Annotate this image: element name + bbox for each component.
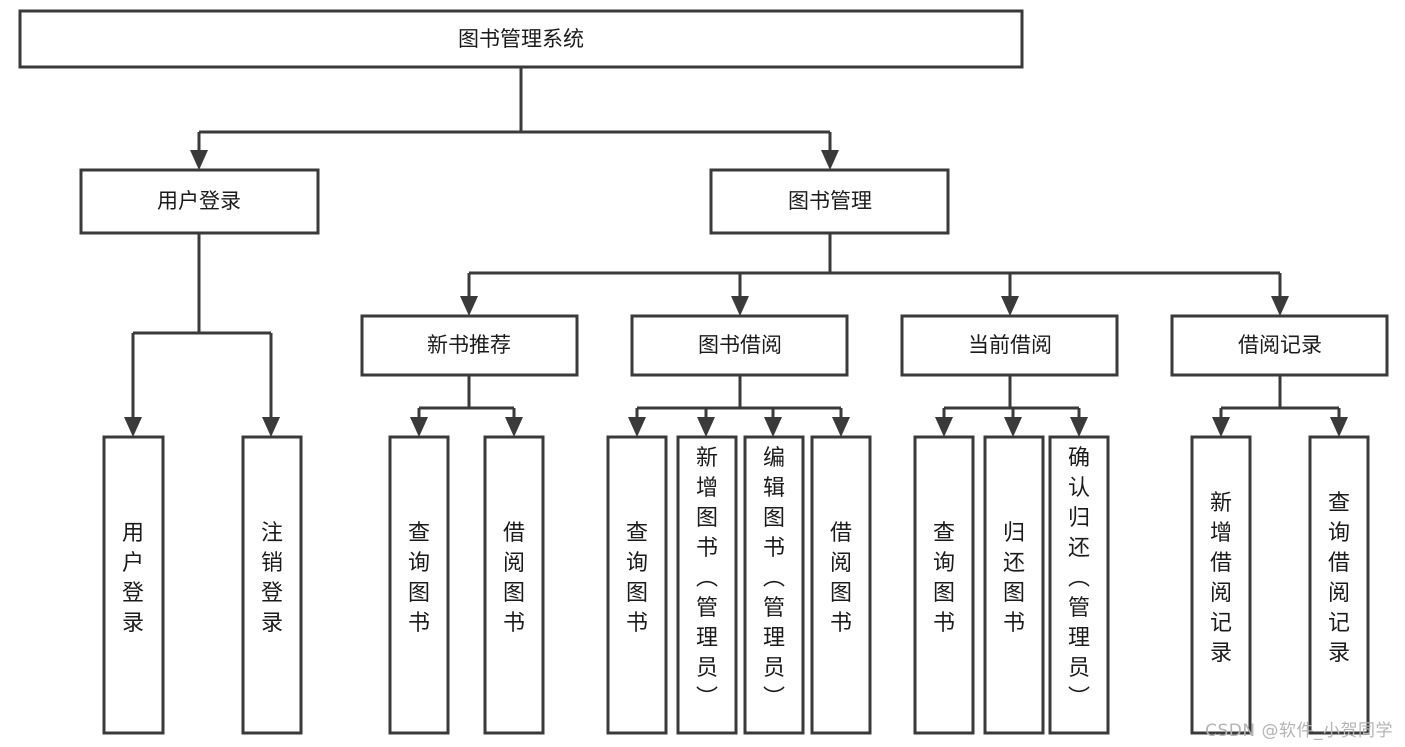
arrow-head-leaf-nbr-1 <box>410 417 428 437</box>
leaf-cb-3-label: 确认归还︵管理员︶ <box>1068 446 1090 711</box>
leaf-nbr-1-label: 查询图书 <box>408 521 430 636</box>
arrow-head-leaf-bb-2 <box>697 417 715 437</box>
arrow-head-leaf-user-login-2 <box>262 417 280 437</box>
node-root-box[interactable] <box>18 9 1024 69</box>
node-book-management[interactable]: 图书管理 <box>709 168 950 235</box>
arrow-head-borrow-record <box>1271 296 1289 316</box>
leaf-br-2-box[interactable] <box>1308 435 1370 735</box>
leaf-bb-2-label: 新增图书︵管理员︶ <box>696 446 718 711</box>
leaf-node[interactable]: 归还图书 <box>983 435 1045 735</box>
node-new-book-recommend[interactable]: 新书推荐 <box>360 314 579 377</box>
arrow-head-leaf-bb-1 <box>628 417 646 437</box>
leaf-node[interactable]: 查询图书 <box>913 435 975 735</box>
node-current-borrow[interactable]: 当前借阅 <box>900 314 1119 377</box>
leaf-bb-1-box[interactable] <box>606 435 668 735</box>
node-user-login-box[interactable] <box>79 168 320 235</box>
leaf-node[interactable]: 新增图书︵管理员︶ <box>676 435 738 735</box>
leaf-br-1-label: 新增借阅记录 <box>1210 491 1232 666</box>
arrow-head-current-borrow <box>1001 296 1019 316</box>
leaf-bb-4-label: 借阅图书 <box>830 521 852 636</box>
leaf-node[interactable]: 查询借阅记录 <box>1308 435 1370 735</box>
arrow-head-new-book-recommend <box>460 296 478 316</box>
leaf-bb-3-label: 编辑图书︵管理员︶ <box>763 446 785 711</box>
leaf-user-login-2-box[interactable] <box>241 435 303 735</box>
leaf-bb-1-label: 查询图书 <box>626 521 648 636</box>
arrow-head-leaf-cb-3 <box>1070 417 1088 437</box>
node-new-book-recommend-label: 新书推荐 <box>427 333 511 357</box>
arrow-head-user-login <box>190 150 208 170</box>
node-borrow-record-label: 借阅记录 <box>1238 333 1322 357</box>
leaf-cb-2-label: 归还图书 <box>1003 521 1025 636</box>
node-root[interactable]: 图书管理系统 <box>18 9 1024 69</box>
leaf-nbr-2-box[interactable] <box>483 435 545 735</box>
node-borrow-record[interactable]: 借阅记录 <box>1170 314 1389 377</box>
node-user-login[interactable]: 用户登录 <box>79 168 320 235</box>
connector-group-new-book-recommend <box>410 375 523 437</box>
arrow-head-book-mgmt <box>821 150 839 170</box>
arrow-head-book-borrow <box>731 296 749 316</box>
node-root-label: 图书管理系统 <box>458 27 584 51</box>
leaf-bb-4-box[interactable] <box>810 435 872 735</box>
connector-group-borrow-record <box>1212 375 1348 437</box>
leaf-node[interactable]: 用户登录 <box>102 435 165 735</box>
node-new-book-recommend-box[interactable] <box>360 314 579 377</box>
leaf-cb-1-label: 查询图书 <box>933 521 955 636</box>
leaf-node[interactable]: 查询图书 <box>388 435 450 735</box>
leaf-bb-3-box[interactable] <box>743 435 805 735</box>
connector-group-root <box>190 67 839 170</box>
leaf-node[interactable]: 借阅图书 <box>483 435 545 735</box>
leaf-user-login-1-box[interactable] <box>102 435 165 735</box>
node-user-login-label: 用户登录 <box>157 189 241 213</box>
leaf-node[interactable]: 编辑图书︵管理员︶ <box>743 435 805 735</box>
connector-group-book-borrow <box>628 375 850 437</box>
leaf-node[interactable]: 确认归还︵管理员︶ <box>1048 435 1110 735</box>
connector-group-book-mgmt <box>460 233 1289 316</box>
node-borrow-record-box[interactable] <box>1170 314 1389 377</box>
arrow-head-leaf-cb-1 <box>935 417 953 437</box>
leaf-bb-2-box[interactable] <box>676 435 738 735</box>
leaf-node[interactable]: 注销登录 <box>241 435 303 735</box>
arrow-head-leaf-br-2 <box>1330 417 1348 437</box>
arrow-head-leaf-bb-4 <box>832 417 850 437</box>
csdn-watermark: CSDN @软件_小贺同学 <box>1205 721 1393 741</box>
leaf-cb-3-box[interactable] <box>1048 435 1110 735</box>
leaf-node[interactable]: 查询图书 <box>606 435 668 735</box>
arrow-head-leaf-br-1 <box>1212 417 1230 437</box>
node-book-management-box[interactable] <box>709 168 950 235</box>
node-current-borrow-label: 当前借阅 <box>968 333 1052 357</box>
node-current-borrow-box[interactable] <box>900 314 1119 377</box>
node-book-management-label: 图书管理 <box>788 189 872 213</box>
node-book-borrow-label: 图书借阅 <box>698 333 782 357</box>
node-book-borrow[interactable]: 图书借阅 <box>630 314 849 377</box>
leaf-node[interactable]: 借阅图书 <box>810 435 872 735</box>
connector-group-user-login <box>124 233 280 437</box>
leaf-br-2-label: 查询借阅记录 <box>1328 491 1350 666</box>
leaf-br-1-box[interactable] <box>1190 435 1252 735</box>
leaf-nbr-1-box[interactable] <box>388 435 450 735</box>
node-book-borrow-box[interactable] <box>630 314 849 377</box>
leaf-user-login-1-label: 用户登录 <box>122 521 144 636</box>
connector-group-current-borrow <box>935 375 1088 437</box>
leaf-user-login-2-label: 注销登录 <box>261 521 283 636</box>
leaf-cb-1-box[interactable] <box>913 435 975 735</box>
arrow-head-leaf-bb-3 <box>764 417 782 437</box>
arrow-head-leaf-user-login-1 <box>124 417 142 437</box>
arrow-head-leaf-nbr-2 <box>505 417 523 437</box>
arrow-head-leaf-cb-2 <box>1004 417 1022 437</box>
leaf-nbr-2-label: 借阅图书 <box>503 521 525 636</box>
leaf-node[interactable]: 新增借阅记录 <box>1190 435 1252 735</box>
leaf-cb-2-box[interactable] <box>983 435 1045 735</box>
